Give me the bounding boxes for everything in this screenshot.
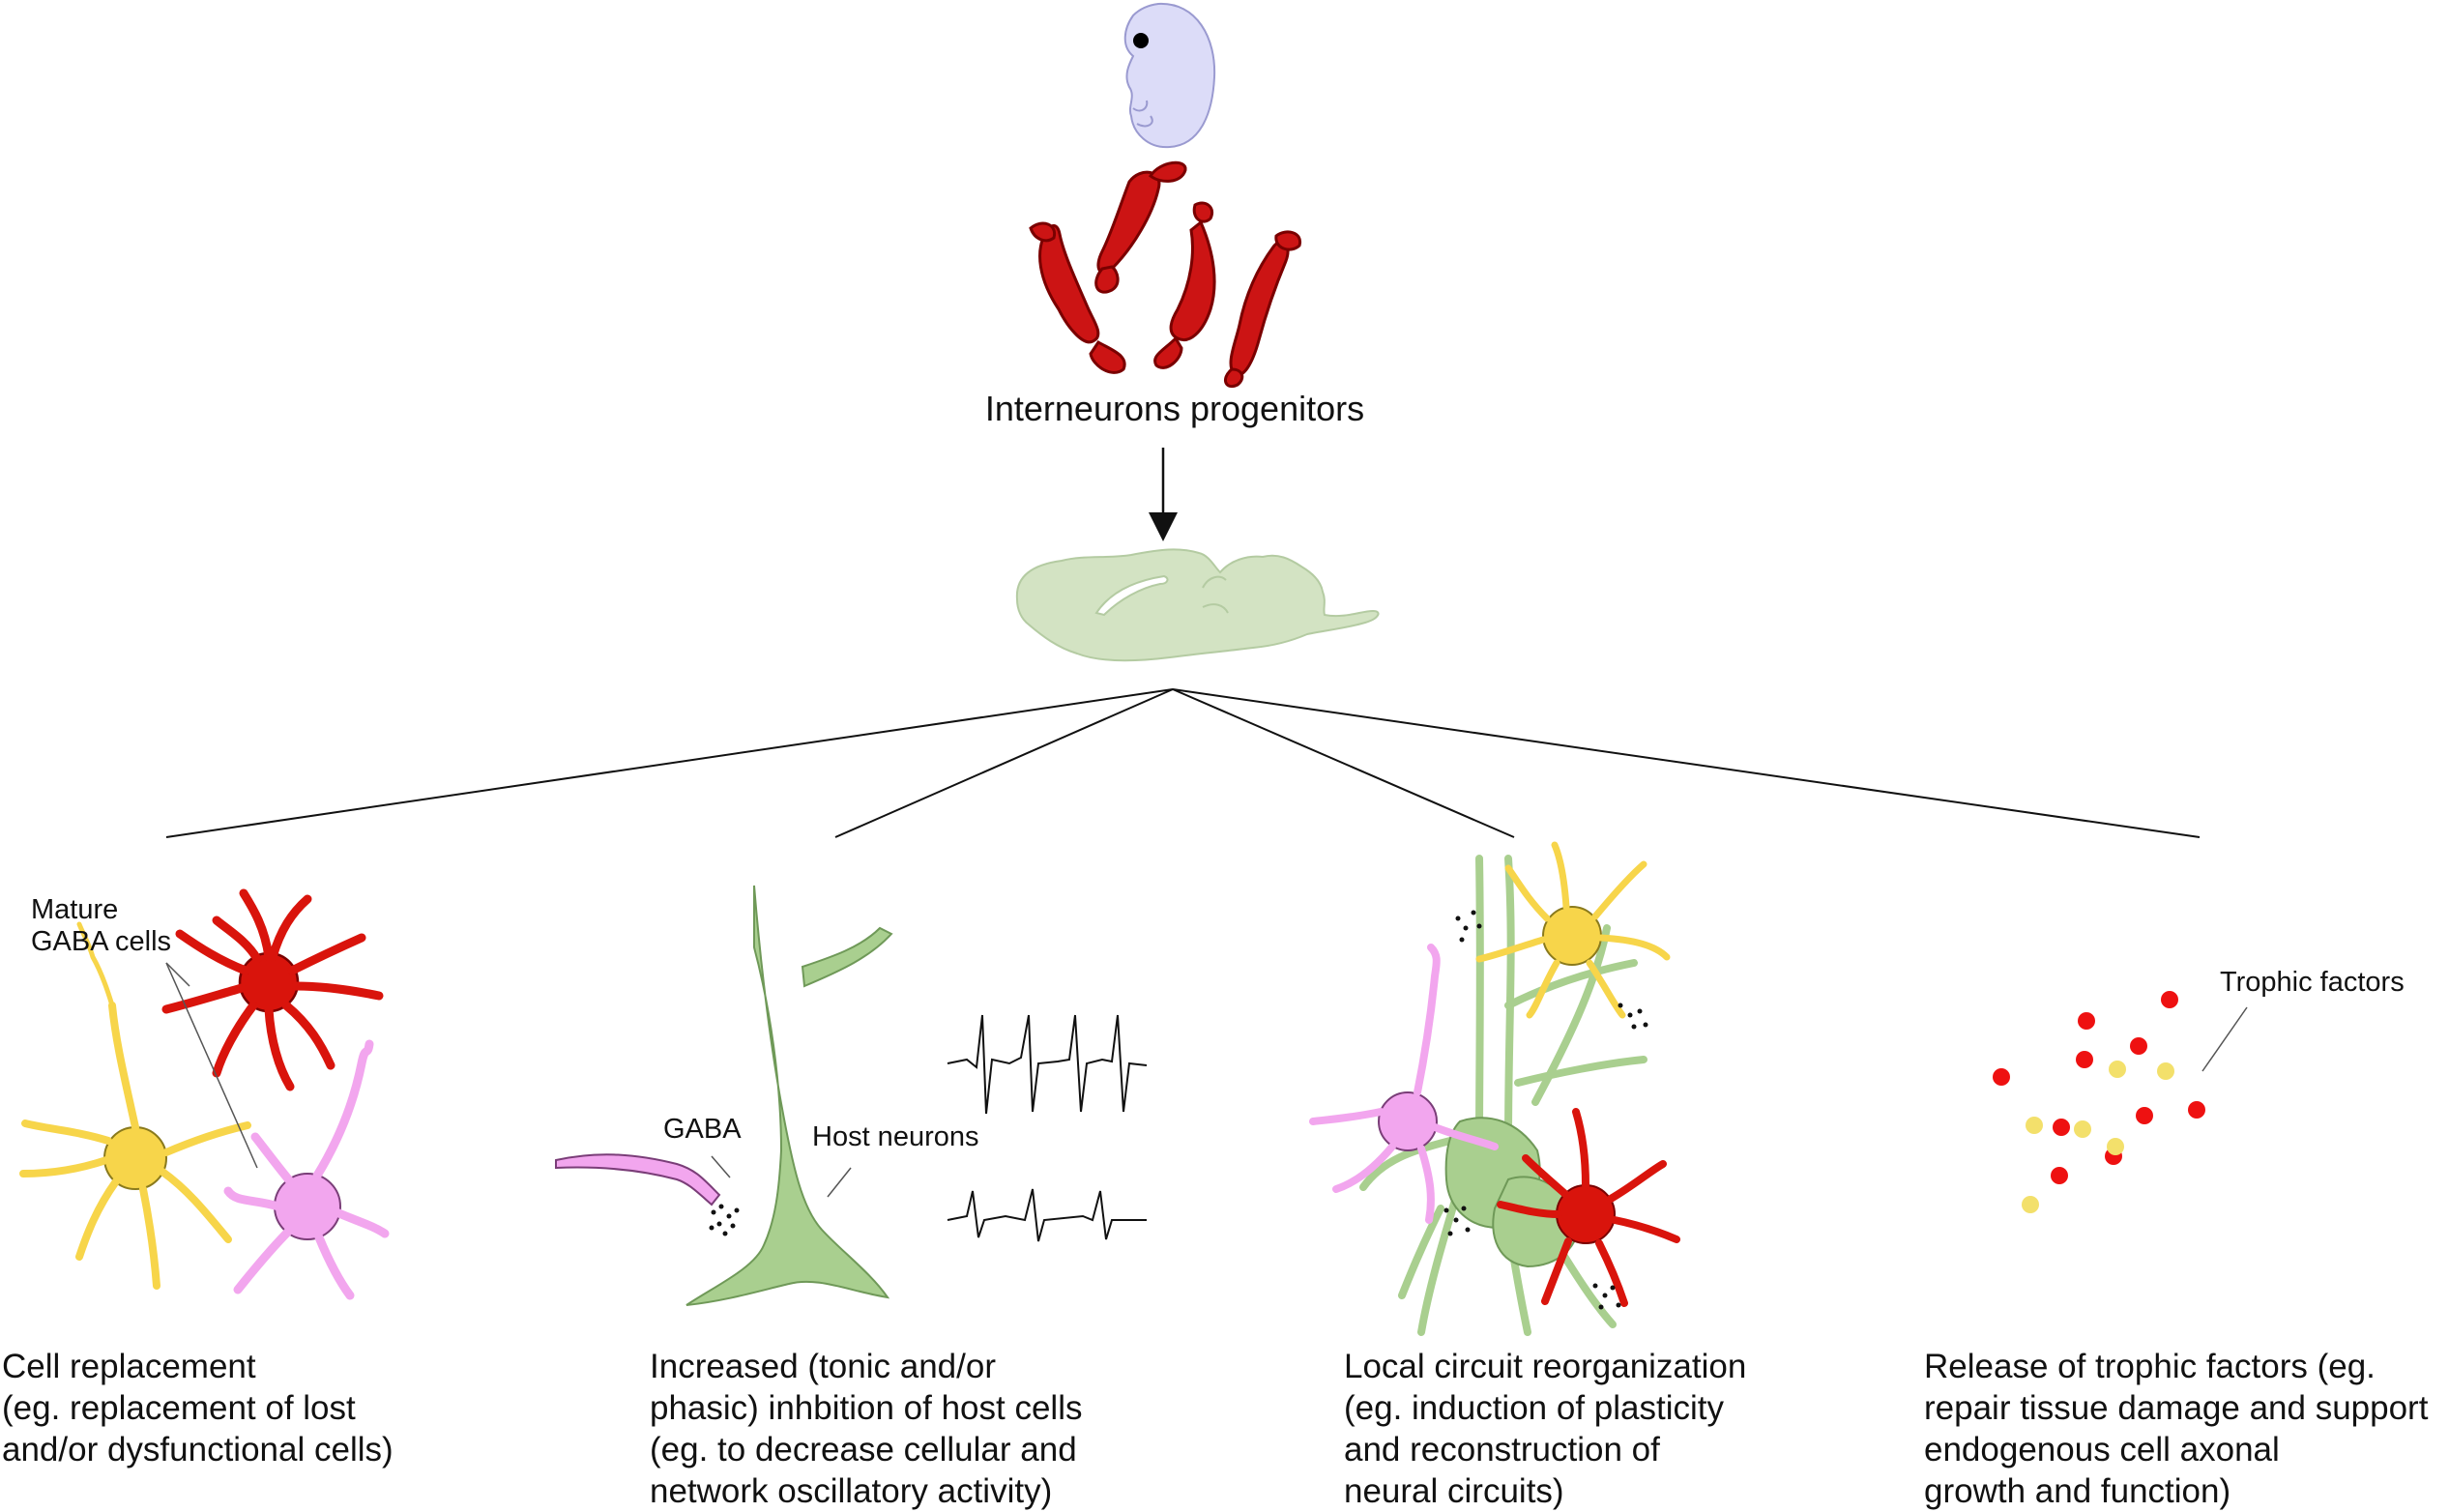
progenitor-cells-icon [1029,160,1302,388]
cell-replacement-illustration [19,888,390,1300]
oscillation-trace-icon [947,1014,1148,1242]
pink-neuron-icon [223,1039,390,1300]
red-neuron-icon [161,888,384,1091]
circuit-illustration [1309,841,1680,1336]
inhibition-illustration [555,885,1148,1306]
title-label: Interneurons progenitors [985,389,1364,428]
host-neuron-icon [685,885,893,1306]
gaba-dots-2-icon [1443,910,1648,1310]
gaba-label: GABA [663,1114,742,1145]
brain-icon [1015,548,1380,662]
branch-lines [165,688,2201,838]
mature-gaba-label: Mature GABA cells [31,894,172,957]
caption-cell-replacement: Cell replacement (eg. replacement of los… [2,1348,394,1468]
caption-trophic: Release of trophic factors (eg. repair t… [1924,1348,2429,1510]
yellow-neuron-2-icon [1475,841,1671,1019]
trophic-factors-label: Trophic factors [2220,967,2405,998]
gaba-dots-icon [709,1204,740,1236]
trophic-dots-icon [1993,991,2248,1213]
red-neuron-2-icon [1497,1108,1680,1307]
embryo-icon [1123,2,1216,149]
caption-circuit-reorganization: Local circuit reorganization (eg. induct… [1344,1348,1747,1510]
pink-axon-icon [555,1153,721,1207]
caption-inhibition: Increased (tonic and/or phasic) inhbitio… [650,1348,1083,1510]
host-neurons-label: Host neurons [812,1121,979,1152]
pink-neuron-2-icon [1309,944,1499,1224]
yellow-neuron-icon [19,921,251,1290]
